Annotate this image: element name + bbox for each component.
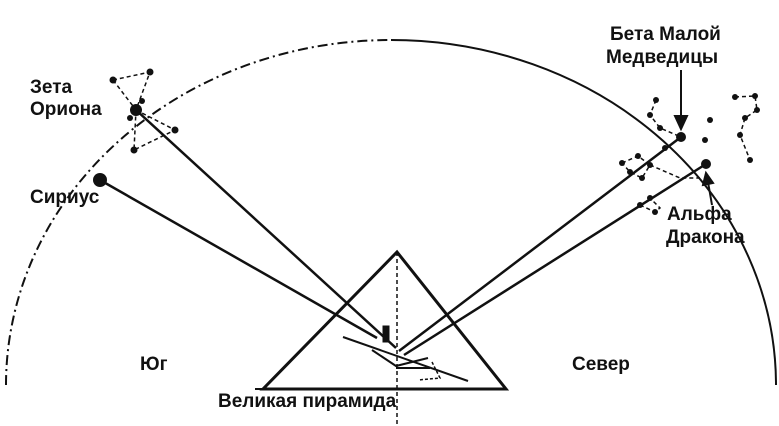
star-dot xyxy=(635,153,641,159)
label-north: Север xyxy=(572,354,630,375)
shaft-line-alpha-draconis xyxy=(404,164,706,355)
pyramid-outline xyxy=(263,252,506,389)
star-dot xyxy=(657,125,663,131)
star-dot xyxy=(147,69,154,76)
star-dot xyxy=(172,127,179,134)
label-great-pyramid: Великая пирамида xyxy=(218,391,397,412)
star-dot xyxy=(637,202,643,208)
ursa-minor-constellation xyxy=(622,96,757,212)
star-dot xyxy=(752,93,758,99)
star-dot xyxy=(619,160,625,166)
star-dot xyxy=(653,97,659,103)
north-stars xyxy=(619,93,760,215)
shaft-line-beta-umi xyxy=(399,137,681,351)
star-dot xyxy=(702,137,708,143)
star-sirius xyxy=(93,173,107,187)
star-dot xyxy=(737,132,743,138)
label-sirius: Сириус xyxy=(30,187,100,208)
label-beta-umi-line1: Бета Малой xyxy=(610,24,721,45)
label-alpha-draconis-line2: Дракона xyxy=(666,227,745,248)
star-dot xyxy=(131,147,138,154)
label-zeta-orionis-line1: Зета xyxy=(30,77,73,98)
star-dot xyxy=(639,175,645,181)
star-dot xyxy=(754,107,760,113)
star-dot xyxy=(139,98,145,104)
star-dot xyxy=(127,115,133,121)
ursa-minor-lines xyxy=(735,96,757,162)
label-beta-umi-line2: Медведицы xyxy=(606,47,718,68)
star-dot xyxy=(647,162,653,168)
label-zeta-orionis-line2: Ориона xyxy=(30,99,102,120)
shaft-line-zeta-orionis xyxy=(136,110,396,348)
star-zeta-orionis xyxy=(130,104,142,116)
star-dot xyxy=(647,195,653,201)
label-south: Юг xyxy=(140,354,168,375)
star-beta-ursae-minoris xyxy=(676,132,686,142)
star-dot xyxy=(647,112,653,118)
star-dot xyxy=(747,157,753,163)
star-dot xyxy=(652,209,658,215)
arrow-alpha-draconis-head xyxy=(703,173,713,185)
arrow-beta-umi-head xyxy=(675,116,687,129)
sight-lines xyxy=(100,110,706,355)
label-alpha-draconis-line1: Альфа xyxy=(667,204,732,225)
star-dot xyxy=(662,145,668,151)
star-dot xyxy=(627,169,633,175)
star-dot xyxy=(742,115,748,121)
star-alpha-draconis xyxy=(701,159,711,169)
star-dot xyxy=(707,117,713,123)
descending-passage xyxy=(343,337,468,381)
star-dot xyxy=(732,94,738,100)
star-dot xyxy=(110,77,117,84)
